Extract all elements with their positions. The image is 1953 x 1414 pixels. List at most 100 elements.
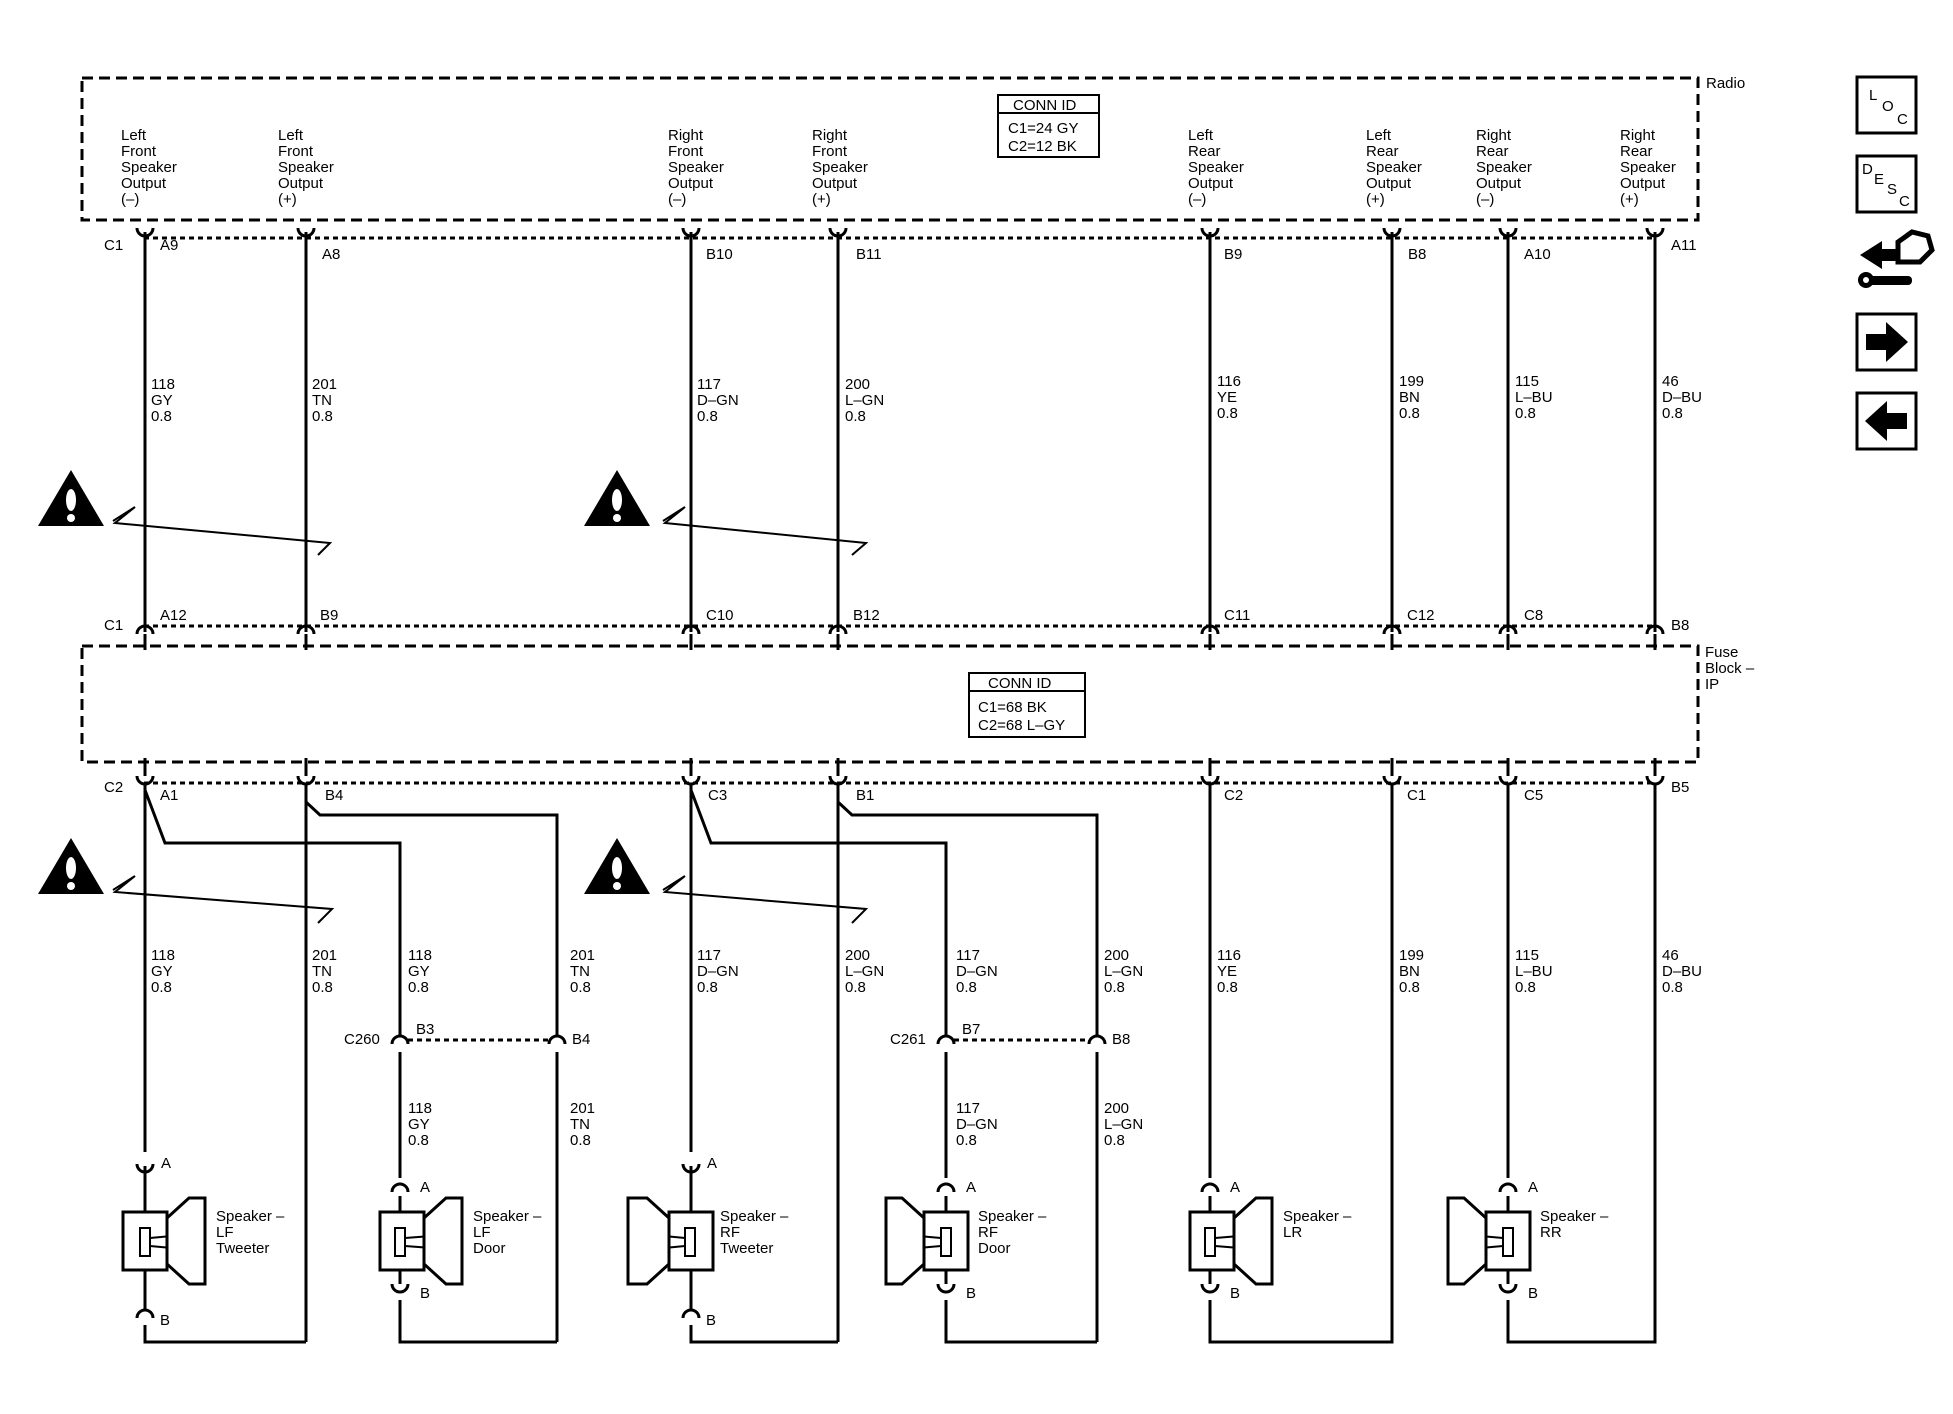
svg-text:B11: B11 <box>856 246 882 263</box>
svg-text:0.8: 0.8 <box>1217 979 1238 996</box>
twisted-pair-rf-lower <box>662 875 869 924</box>
svg-text:Output: Output <box>1476 175 1522 192</box>
svg-text:Rear: Rear <box>1476 143 1509 160</box>
svg-text:200: 200 <box>845 947 870 964</box>
svg-text:B: B <box>420 1285 430 1302</box>
output-label-lf-neg: Left Front Speaker Output (–) <box>121 127 177 208</box>
svg-text:A11: A11 <box>1671 237 1697 254</box>
svg-text:Tweeter: Tweeter <box>216 1240 269 1257</box>
connector-c261[interactable]: C261 B7 B8 <box>890 1021 1130 1048</box>
next-page-button[interactable] <box>1855 312 1918 372</box>
svg-text:YE: YE <box>1217 963 1237 980</box>
svg-text:(+): (+) <box>812 191 831 208</box>
warning-icon[interactable] <box>584 838 650 894</box>
svg-text:C12: C12 <box>1407 607 1435 624</box>
svg-text:Speaker –: Speaker – <box>1540 1208 1609 1225</box>
svg-text:115: 115 <box>1515 373 1539 390</box>
radio-module[interactable]: Radio <box>80 75 1745 222</box>
svg-text:B4: B4 <box>325 787 343 804</box>
svg-text:Speaker –: Speaker – <box>473 1208 542 1225</box>
loc-button[interactable]: L O C <box>1855 75 1918 135</box>
svg-text:46: 46 <box>1662 947 1679 964</box>
speaker-rf-door[interactable]: A B Speaker – RF Door <box>884 1179 1047 1302</box>
warning-icon[interactable] <box>38 470 104 526</box>
svg-text:0.8: 0.8 <box>570 1132 591 1149</box>
svg-text:(+): (+) <box>278 191 297 208</box>
svg-text:Speaker: Speaker <box>1620 159 1676 176</box>
connector-end-view-button[interactable] <box>1858 229 1935 288</box>
twisted-pair-lf-lower <box>112 875 335 924</box>
fuse-conn-id-title: CONN ID <box>988 675 1052 692</box>
output-label-lr-neg: Left Rear Speaker Output (–) <box>1188 127 1244 208</box>
previous-page-button[interactable] <box>1855 391 1918 451</box>
svg-text:GY: GY <box>408 963 430 980</box>
svg-text:TN: TN <box>570 1116 590 1133</box>
fuse-block-module[interactable]: Fuse Block – IP <box>80 644 1755 764</box>
svg-text:L–GN: L–GN <box>1104 963 1143 980</box>
connector-c260[interactable]: C260 B3 B4 <box>344 1021 590 1048</box>
svg-text:0.8: 0.8 <box>1515 979 1536 996</box>
svg-text:118: 118 <box>408 1100 432 1117</box>
svg-text:C2: C2 <box>1224 787 1243 804</box>
svg-text:C8: C8 <box>1524 607 1543 624</box>
svg-text:B: B <box>706 1312 716 1329</box>
svg-text:D: D <box>1862 161 1873 178</box>
svg-text:115: 115 <box>1515 947 1539 964</box>
fuse-block-stubs <box>143 634 1657 776</box>
radio-pins: A9 A8 B10 B11 B9 B8 A10 A11 <box>135 227 1697 263</box>
output-label-lr-pos: Left Rear Speaker Output (+) <box>1366 127 1422 208</box>
fuse-block-label-line1: Fuse <box>1705 644 1738 661</box>
svg-text:GY: GY <box>408 1116 430 1133</box>
fuse-top-pins: A12 B9 C10 B12 C11 C12 C8 B8 <box>135 607 1689 635</box>
svg-text:116: 116 <box>1217 947 1241 964</box>
svg-text:Output: Output <box>1620 175 1666 192</box>
speaker-rf-tweeter[interactable]: A B Speaker – RF Tweeter <box>626 1155 789 1329</box>
svg-text:C10: C10 <box>706 607 734 624</box>
svg-text:C3: C3 <box>708 787 727 804</box>
svg-text:Front: Front <box>121 143 157 160</box>
svg-text:Rear: Rear <box>1620 143 1653 160</box>
svg-text:A8: A8 <box>322 246 340 263</box>
radio-conn-id-title: CONN ID <box>1013 97 1077 114</box>
speaker-lf-tweeter[interactable]: A B Speaker – LF Tweeter <box>121 1155 285 1329</box>
svg-text:RR: RR <box>1540 1224 1562 1241</box>
svg-text:Front: Front <box>278 143 314 160</box>
svg-text:GY: GY <box>151 963 173 980</box>
speaker-rr[interactable]: A B Speaker – RR <box>1446 1179 1609 1302</box>
svg-text:Right: Right <box>1476 127 1512 144</box>
svg-text:C260: C260 <box>344 1031 380 1048</box>
loc-icon: L O C <box>1869 87 1908 128</box>
svg-text:BN: BN <box>1399 389 1420 406</box>
svg-text:A1: A1 <box>160 787 178 804</box>
svg-text:B8: B8 <box>1671 617 1689 634</box>
svg-text:A10: A10 <box>1524 246 1551 263</box>
svg-text:0.8: 0.8 <box>1399 979 1420 996</box>
svg-text:L: L <box>1869 87 1877 104</box>
svg-text:B1: B1 <box>856 787 874 804</box>
svg-text:Left: Left <box>1366 127 1392 144</box>
desc-button[interactable]: D E S C <box>1855 154 1918 214</box>
svg-text:B5: B5 <box>1671 779 1689 796</box>
svg-text:C11: C11 <box>1224 607 1250 624</box>
svg-text:B10: B10 <box>706 246 733 263</box>
svg-text:Speaker: Speaker <box>121 159 177 176</box>
warning-icon[interactable] <box>38 838 104 894</box>
svg-text:D–BU: D–BU <box>1662 389 1702 406</box>
svg-text:Output: Output <box>668 175 714 192</box>
svg-text:(–): (–) <box>121 191 139 208</box>
svg-text:TN: TN <box>312 963 332 980</box>
svg-text:B: B <box>1528 1285 1538 1302</box>
twisted-pair-rf-upper <box>662 506 869 556</box>
warning-icon[interactable] <box>584 470 650 526</box>
speaker-lr[interactable]: A B Speaker – LR <box>1188 1179 1352 1302</box>
svg-text:Speaker: Speaker <box>278 159 334 176</box>
svg-text:B7: B7 <box>962 1021 980 1038</box>
lf-branch-wiring <box>143 784 559 1344</box>
svg-text:0.8: 0.8 <box>845 979 866 996</box>
svg-text:(+): (+) <box>1620 191 1639 208</box>
svg-text:TN: TN <box>570 963 590 980</box>
fuse-block-boundary <box>80 644 1700 764</box>
radio-conn-id-line2: C2=12 BK <box>1008 138 1077 155</box>
svg-text:D–BU: D–BU <box>1662 963 1702 980</box>
speaker-lf-door[interactable]: A B Speaker – LF Door <box>378 1179 542 1302</box>
